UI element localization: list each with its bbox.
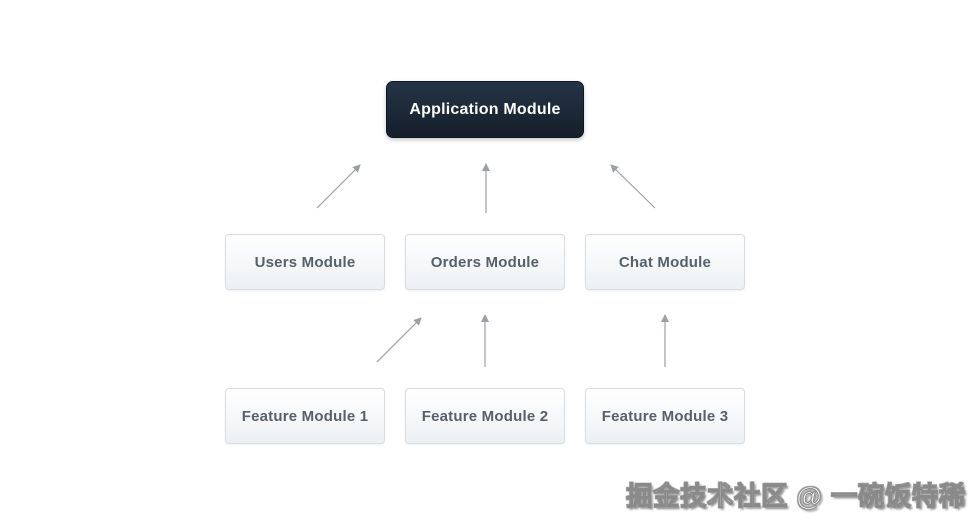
- node-users-module: Users Module: [225, 234, 385, 290]
- arrow-chat-to-app: [610, 164, 656, 209]
- arrow-users-to-app: [316, 164, 361, 209]
- node-feature-module-1: Feature Module 1: [225, 388, 385, 444]
- arrow-feature1-to-orders: [376, 317, 422, 363]
- node-orders-module: Orders Module: [405, 234, 565, 290]
- node-application-module: Application Module: [386, 81, 584, 138]
- node-chat-module: Chat Module: [585, 234, 745, 290]
- watermark-text: 掘金技术社区 @ 一碗饭特稀: [626, 481, 966, 512]
- node-feature-module-3: Feature Module 3: [585, 388, 745, 444]
- node-feature-module-2: Feature Module 2: [405, 388, 565, 444]
